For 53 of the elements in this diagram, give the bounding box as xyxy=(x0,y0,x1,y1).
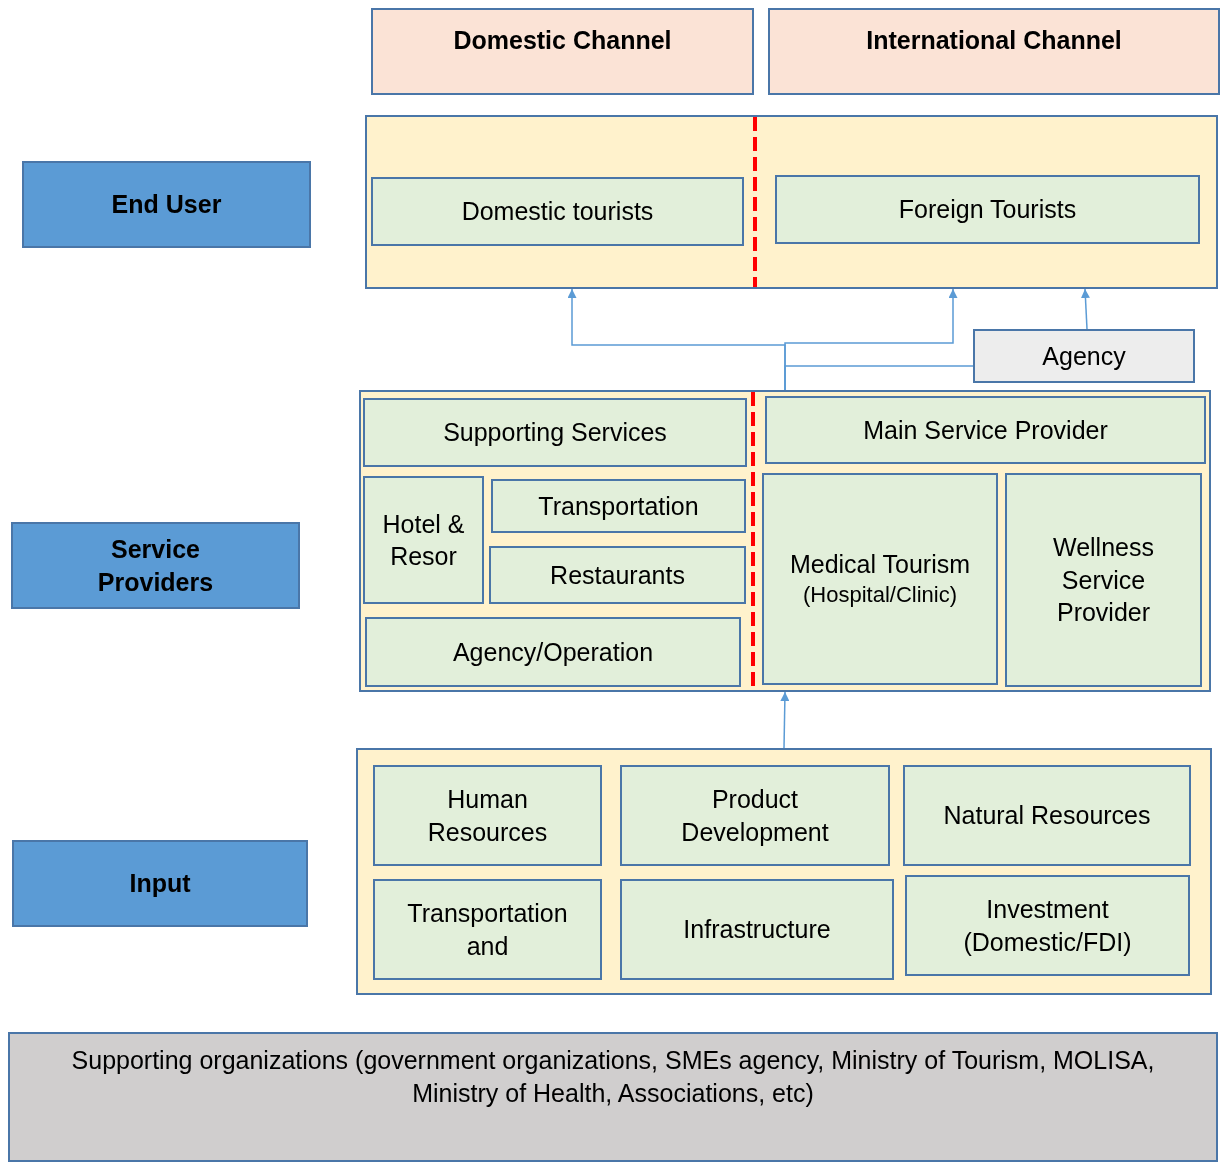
category-box xyxy=(903,765,1191,866)
box-label: Agency xyxy=(1042,340,1126,372)
heading-text: International Channel xyxy=(866,25,1122,56)
box-label: Wellness Service Provider xyxy=(1052,532,1155,629)
box-label: Agency/Operation xyxy=(452,636,654,668)
category-box xyxy=(363,398,747,467)
box-label: Supporting organizations (government organizations, SMEs agency, Ministry of Tourism, MOLISA, Ministry of Health, Associations, etc) xyxy=(70,1045,1156,1109)
arrow xyxy=(780,691,790,749)
box-label: Transportation and xyxy=(406,898,569,962)
box-label: Supporting Services xyxy=(443,417,667,449)
level-label-box xyxy=(12,840,308,927)
channel-header-box xyxy=(768,8,1220,95)
box-label: Main Service Provider xyxy=(863,414,1108,446)
arrow xyxy=(1080,288,1090,330)
category-box xyxy=(620,879,894,980)
box-label: Hotel & Resor xyxy=(381,508,466,572)
category-box xyxy=(373,879,602,980)
box-label: Medical Tourism xyxy=(789,549,971,581)
level-label-box xyxy=(11,522,300,609)
box-label: Natural Resources xyxy=(943,800,1151,832)
subtitle-text: (Hospital/Clinic) xyxy=(802,580,957,609)
heading-text: Domestic Channel xyxy=(453,25,672,56)
box-label: Investment (Domestic/FDI) xyxy=(962,894,1133,958)
agency-box xyxy=(973,329,1195,383)
box-label: Restaurants xyxy=(550,559,685,591)
category-box xyxy=(775,175,1200,244)
box-label: Transportation xyxy=(538,490,699,522)
box-label: Infrastructure xyxy=(683,914,831,946)
group-panel xyxy=(356,748,1212,995)
group-panel xyxy=(359,390,1211,692)
category-box xyxy=(373,765,602,866)
heading-text: Service Providers xyxy=(96,534,215,598)
box-label: Domestic tourists xyxy=(461,196,654,228)
group-panel xyxy=(365,115,1218,289)
heading-text: End User xyxy=(111,189,222,221)
category-box xyxy=(489,546,746,604)
category-box xyxy=(762,473,998,685)
category-box xyxy=(365,617,741,687)
category-box xyxy=(765,396,1206,464)
level-label-box xyxy=(22,161,311,248)
category-box xyxy=(905,875,1190,976)
connector-line xyxy=(784,365,974,391)
heading-text: Input xyxy=(129,868,191,900)
category-box xyxy=(371,177,744,246)
category-box xyxy=(1005,473,1202,687)
box-label: Foreign Tourists xyxy=(898,194,1077,226)
supporting-organizations-box xyxy=(8,1032,1218,1162)
category-box xyxy=(363,476,484,604)
channel-header-box xyxy=(371,8,754,95)
category-box xyxy=(491,479,746,533)
box-label: Human Resources xyxy=(426,784,549,848)
category-box xyxy=(620,765,890,866)
box-label: Product Development xyxy=(680,784,830,848)
